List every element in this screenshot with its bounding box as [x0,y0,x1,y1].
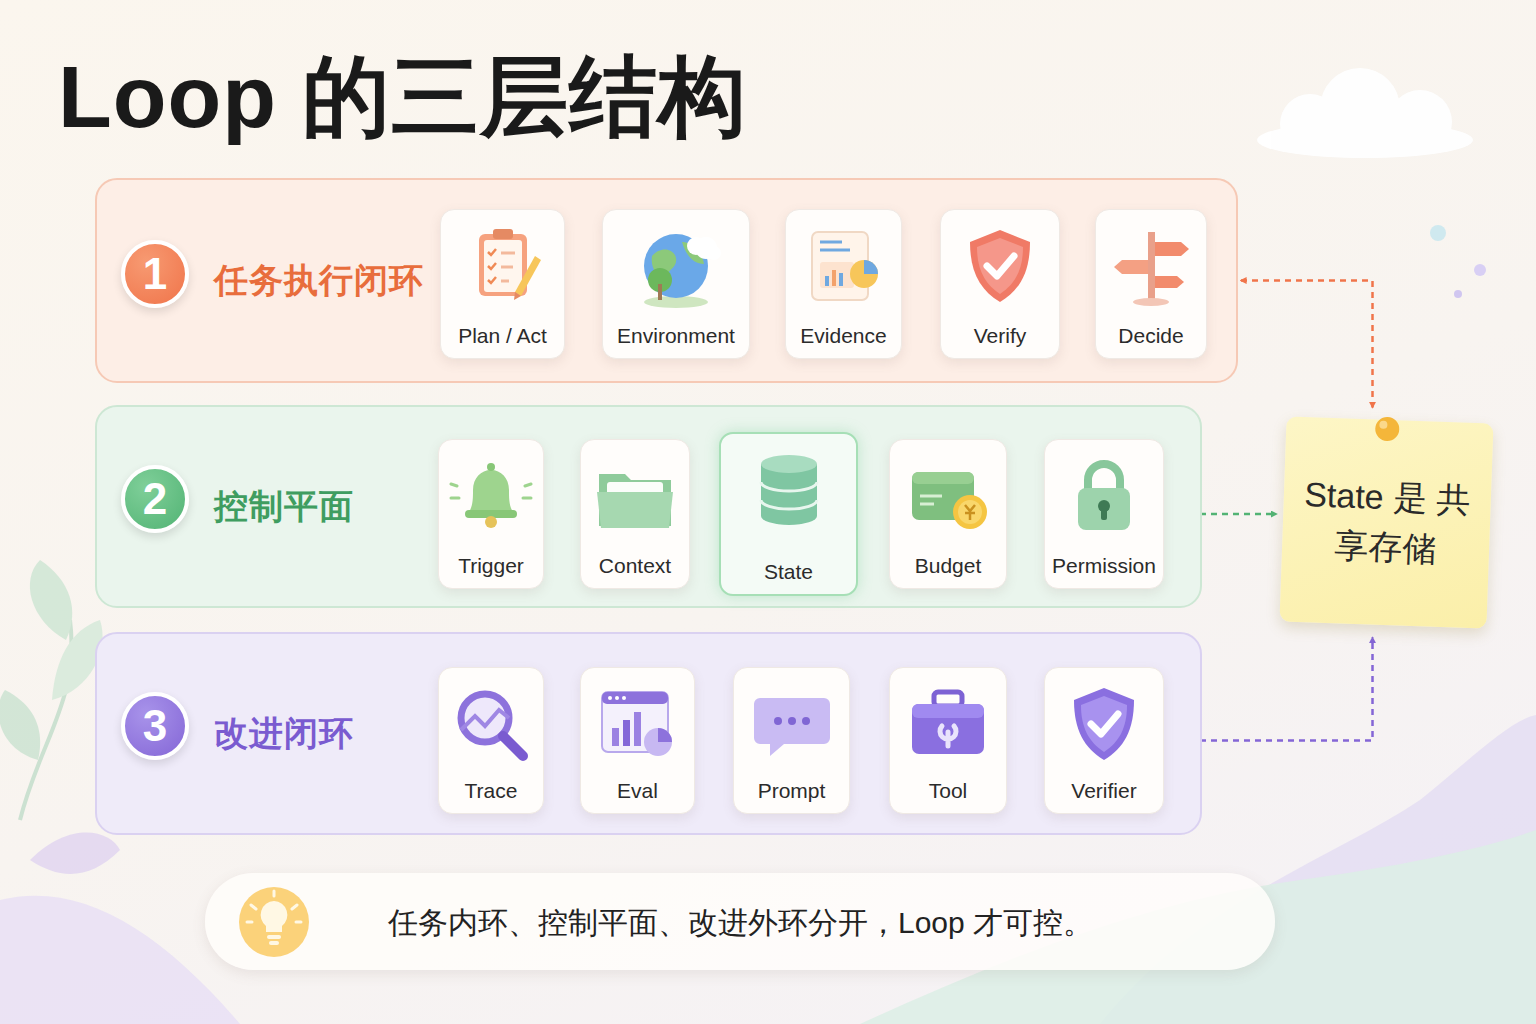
step-label: Plan / Act [458,324,547,348]
number-badge: 1 [121,240,189,308]
step-card: Tool [889,667,1007,814]
card-icon [902,678,994,770]
step-card: Eval [580,667,695,814]
dot [1430,225,1446,241]
caption: 任务内环、控制平面、改进外环分开，Loop 才可控。 [388,903,1093,944]
card-icon [589,450,681,542]
dot [1454,290,1462,298]
step-card: Verify [940,209,1060,359]
card-icon [954,220,1046,312]
step-card: Evidence [785,209,902,359]
card-icon [457,220,549,312]
step-card: State [719,432,858,596]
note-text: State 是 共享存储 [1300,470,1473,574]
layer-number: 3 [143,701,167,751]
card-icon [1105,220,1197,312]
step-label: Permission [1052,554,1156,578]
step-label: Context [599,554,671,578]
card-icon [798,220,890,312]
lightbulb-icon [237,885,311,959]
step-label: Trigger [458,554,524,578]
step-card: Environment [602,209,750,359]
step-label: Prompt [758,779,826,803]
layer-band: 控制平面 2Trigger Context State Budget Permission [95,405,1202,608]
card-icon [445,450,537,542]
step-card: Context [580,439,690,589]
layer-heading: 改进闭环 [214,711,354,757]
step-label: Decide [1118,324,1183,348]
step-card: Plan / Act [440,209,565,359]
card-icon [445,678,537,770]
layer-number: 2 [143,474,167,524]
dashed-link [1241,281,1373,408]
layer-number: 1 [143,249,167,299]
step-label: Verify [974,324,1027,348]
pin [1372,413,1403,444]
step-label: Eval [617,779,658,803]
card-icon [746,678,838,770]
title: Loop 的三层结构 [58,38,747,157]
step-label: Budget [915,554,982,578]
hill [0,896,240,1024]
step-label: Trace [465,779,518,803]
step-card: Permission [1044,439,1164,589]
caption-box: 任务内环、控制平面、改进外环分开，Loop 才可控。 [205,873,1275,970]
card-icon [592,678,684,770]
step-label: Tool [929,779,968,803]
layer-heading: 任务执行闭环 [214,258,424,304]
step-label: Environment [617,324,735,348]
layer-band: 任务执行闭环 1Plan / Act Environment Evidence Veri… [95,178,1238,383]
step-label: State [764,560,813,584]
layer-band: 改进闭环 3Trace Eval Prompt Tool Verifier [95,632,1202,835]
step-card: Trace [438,667,544,814]
step-card: Trigger [438,439,544,589]
card-icon [1058,678,1150,770]
number-badge: 3 [121,692,189,760]
step-card: Decide [1095,209,1207,359]
step-card: Verifier [1044,667,1164,814]
step-card: Budget [889,439,1007,589]
layer-heading: 控制平面 [214,484,354,530]
step-label: Evidence [800,324,886,348]
step-card: Prompt [733,667,850,814]
card-icon [743,444,835,536]
card-icon [1058,450,1150,542]
card-icon [630,220,722,312]
step-label: Verifier [1071,779,1136,803]
card-icon [902,450,994,542]
number-badge: 2 [121,465,189,533]
dot [1474,264,1486,276]
cloud [1257,68,1473,158]
sticky-note: State 是 共享存储 [1279,416,1493,628]
